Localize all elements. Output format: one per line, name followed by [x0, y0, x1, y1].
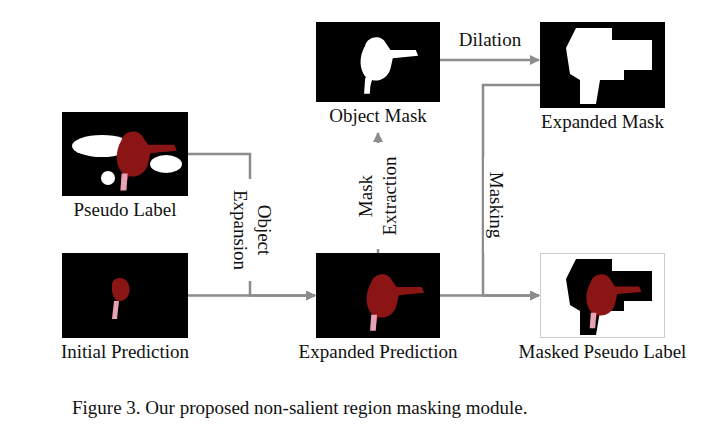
image-thumbnail: [62, 253, 188, 338]
image-panel: Masked Pseudo Label: [540, 253, 665, 363]
image-thumbnail: [540, 253, 665, 338]
flow-arrow: [483, 85, 540, 296]
edge-label: Object Expansion: [228, 179, 276, 281]
flow-arrow: [188, 154, 315, 296]
image-thumbnail: [540, 22, 665, 108]
image-caption: Initial Prediction: [61, 341, 189, 363]
image-panel: Expanded Mask: [540, 22, 665, 133]
image-panel: Object Mask: [316, 22, 440, 127]
image-thumbnail: [316, 22, 440, 102]
flow-arrow: [440, 59, 539, 62]
image-thumbnail: [316, 253, 440, 338]
flow-arrow: [440, 294, 539, 297]
figure-caption: Figure 3. Our proposed non-salient regio…: [72, 397, 527, 419]
image-caption: Pseudo Label: [74, 199, 177, 221]
image-panel: Expanded Prediction: [316, 253, 440, 363]
image-caption: Masked Pseudo Label: [519, 341, 687, 363]
edge-label: Masking: [484, 157, 508, 253]
image-thumbnail: [62, 112, 188, 196]
image-panel: Pseudo Label: [62, 112, 188, 221]
flow-arrow: [188, 294, 315, 297]
edge-label: Dilation: [442, 28, 538, 52]
image-caption: Object Mask: [329, 105, 427, 127]
edge-label: Mask Extraction: [354, 143, 402, 249]
image-caption: Expanded Mask: [541, 111, 664, 133]
image-caption: Expanded Prediction: [299, 341, 458, 363]
image-panel: Initial Prediction: [62, 253, 188, 363]
